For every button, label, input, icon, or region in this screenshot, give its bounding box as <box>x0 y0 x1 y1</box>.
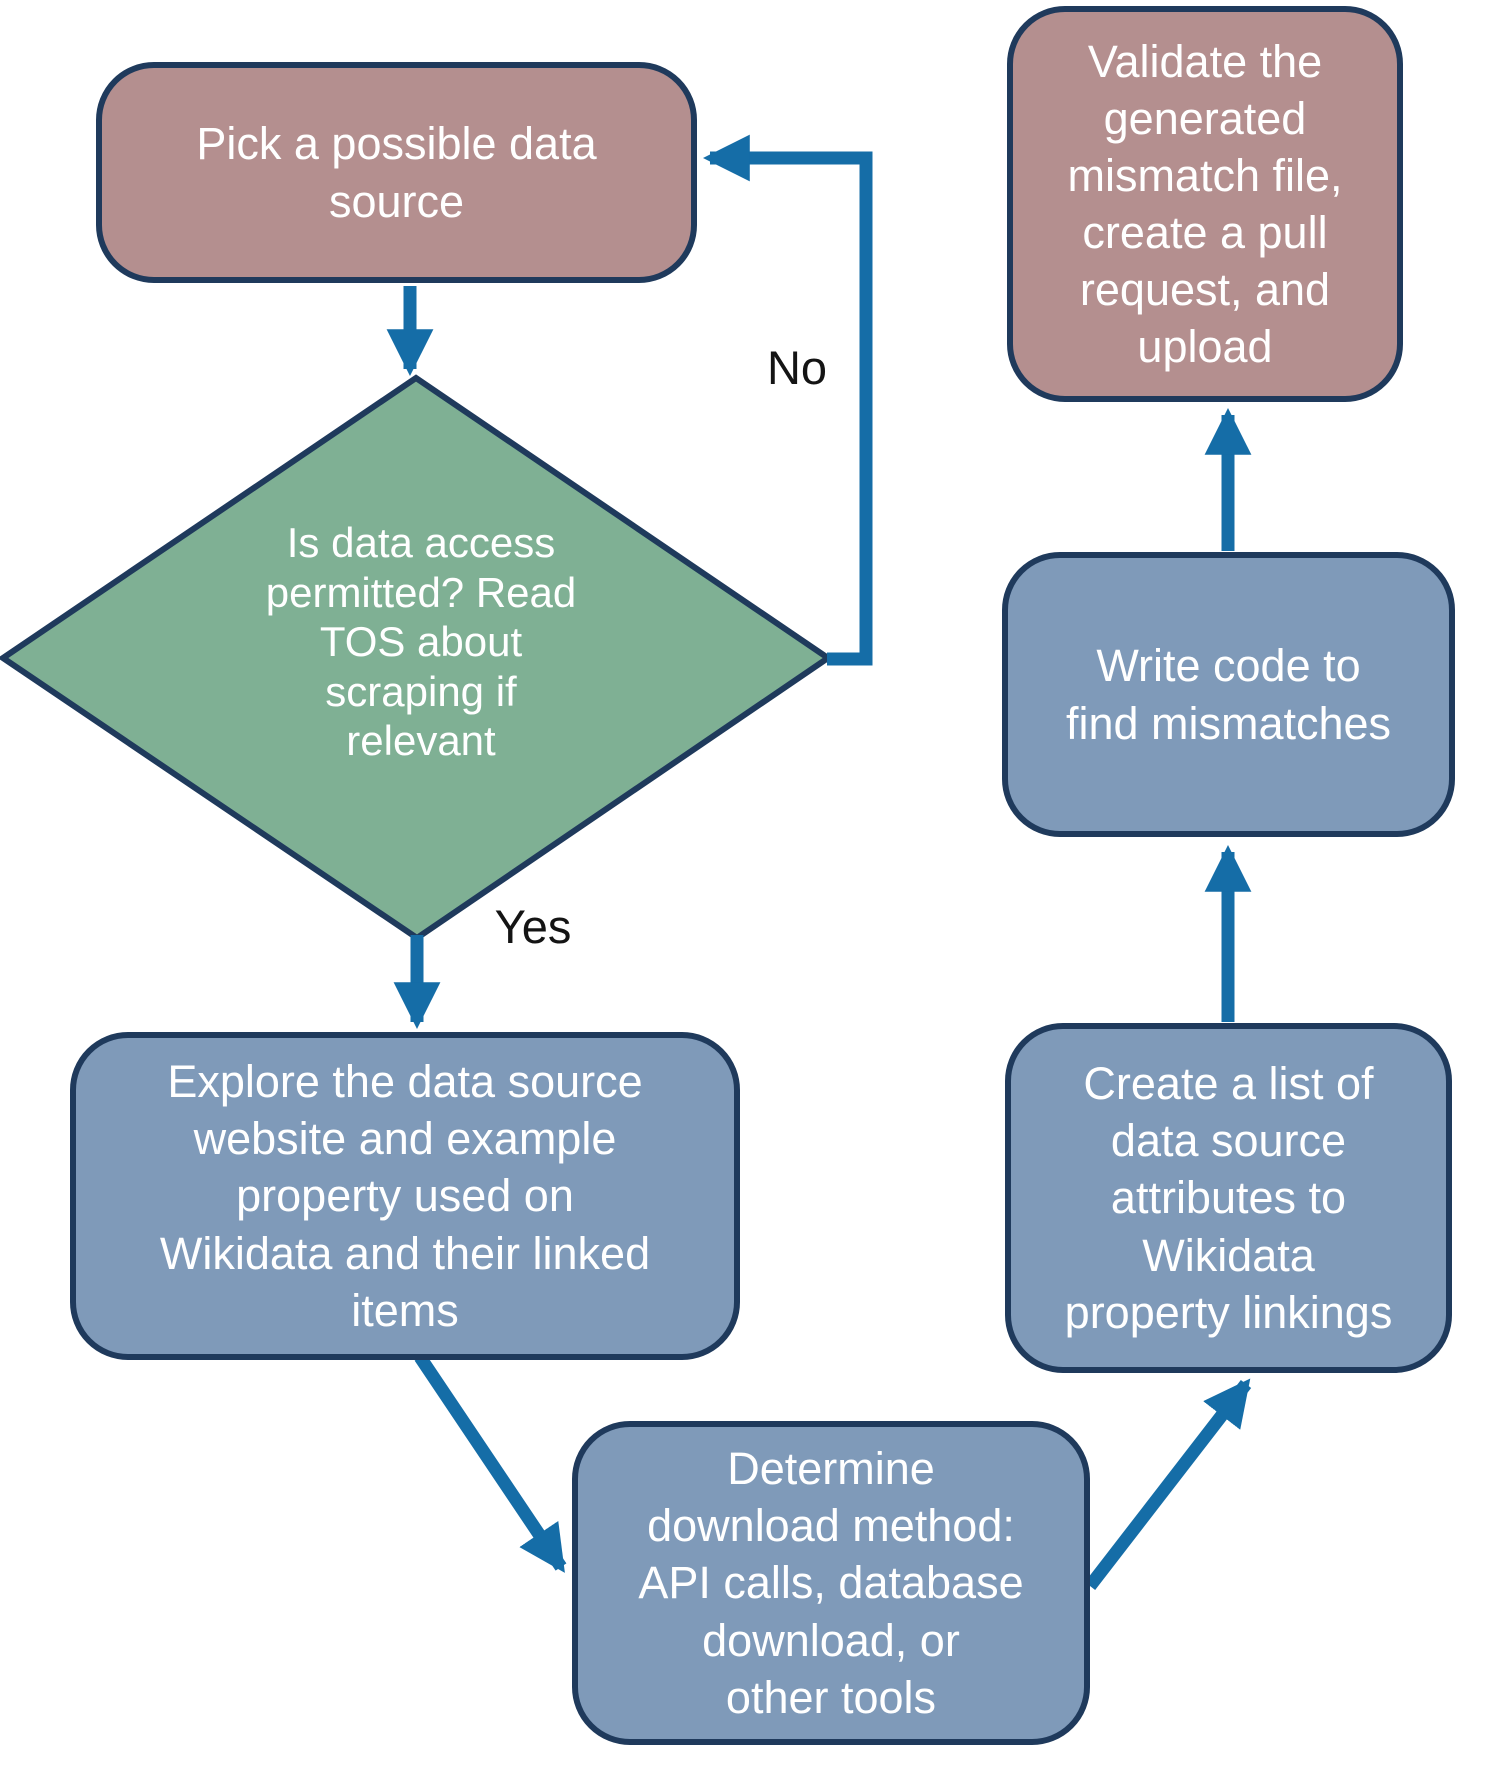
edge-determine-to-create-list-arrow <box>1084 1378 1252 1590</box>
determine-download-method-label: Determine download method: API calls, da… <box>638 1443 1024 1723</box>
explore-data-source-node: Explore the data source website and exam… <box>70 1032 740 1360</box>
edge-label-yes: Yes <box>494 900 572 953</box>
edge-explore-to-determine-arrow <box>414 1353 567 1573</box>
validate-upload-label: Validate the generated mismatch file, cr… <box>1067 35 1343 373</box>
determine-download-method-node: Determine download method: API calls, da… <box>572 1421 1090 1745</box>
create-attribute-list-label: Create a list of data source attributes … <box>1064 1058 1393 1338</box>
validate-upload-node: Validate the generated mismatch file, cr… <box>1007 6 1403 402</box>
write-code-node: Write code to find mismatches <box>1002 552 1455 837</box>
pick-data-source-label: Pick a possible data source <box>196 118 597 227</box>
explore-data-source-label: Explore the data source website and exam… <box>159 1056 651 1336</box>
create-attribute-list-node: Create a list of data source attributes … <box>1005 1023 1452 1373</box>
data-access-decision-label: Is data access permitted? Read TOS about… <box>265 519 577 765</box>
edge-label-no: No <box>766 341 828 394</box>
pick-data-source-node: Pick a possible data source <box>96 62 697 283</box>
write-code-label: Write code to find mismatches <box>1065 640 1392 749</box>
edge-no-loop-arrow <box>702 134 873 666</box>
